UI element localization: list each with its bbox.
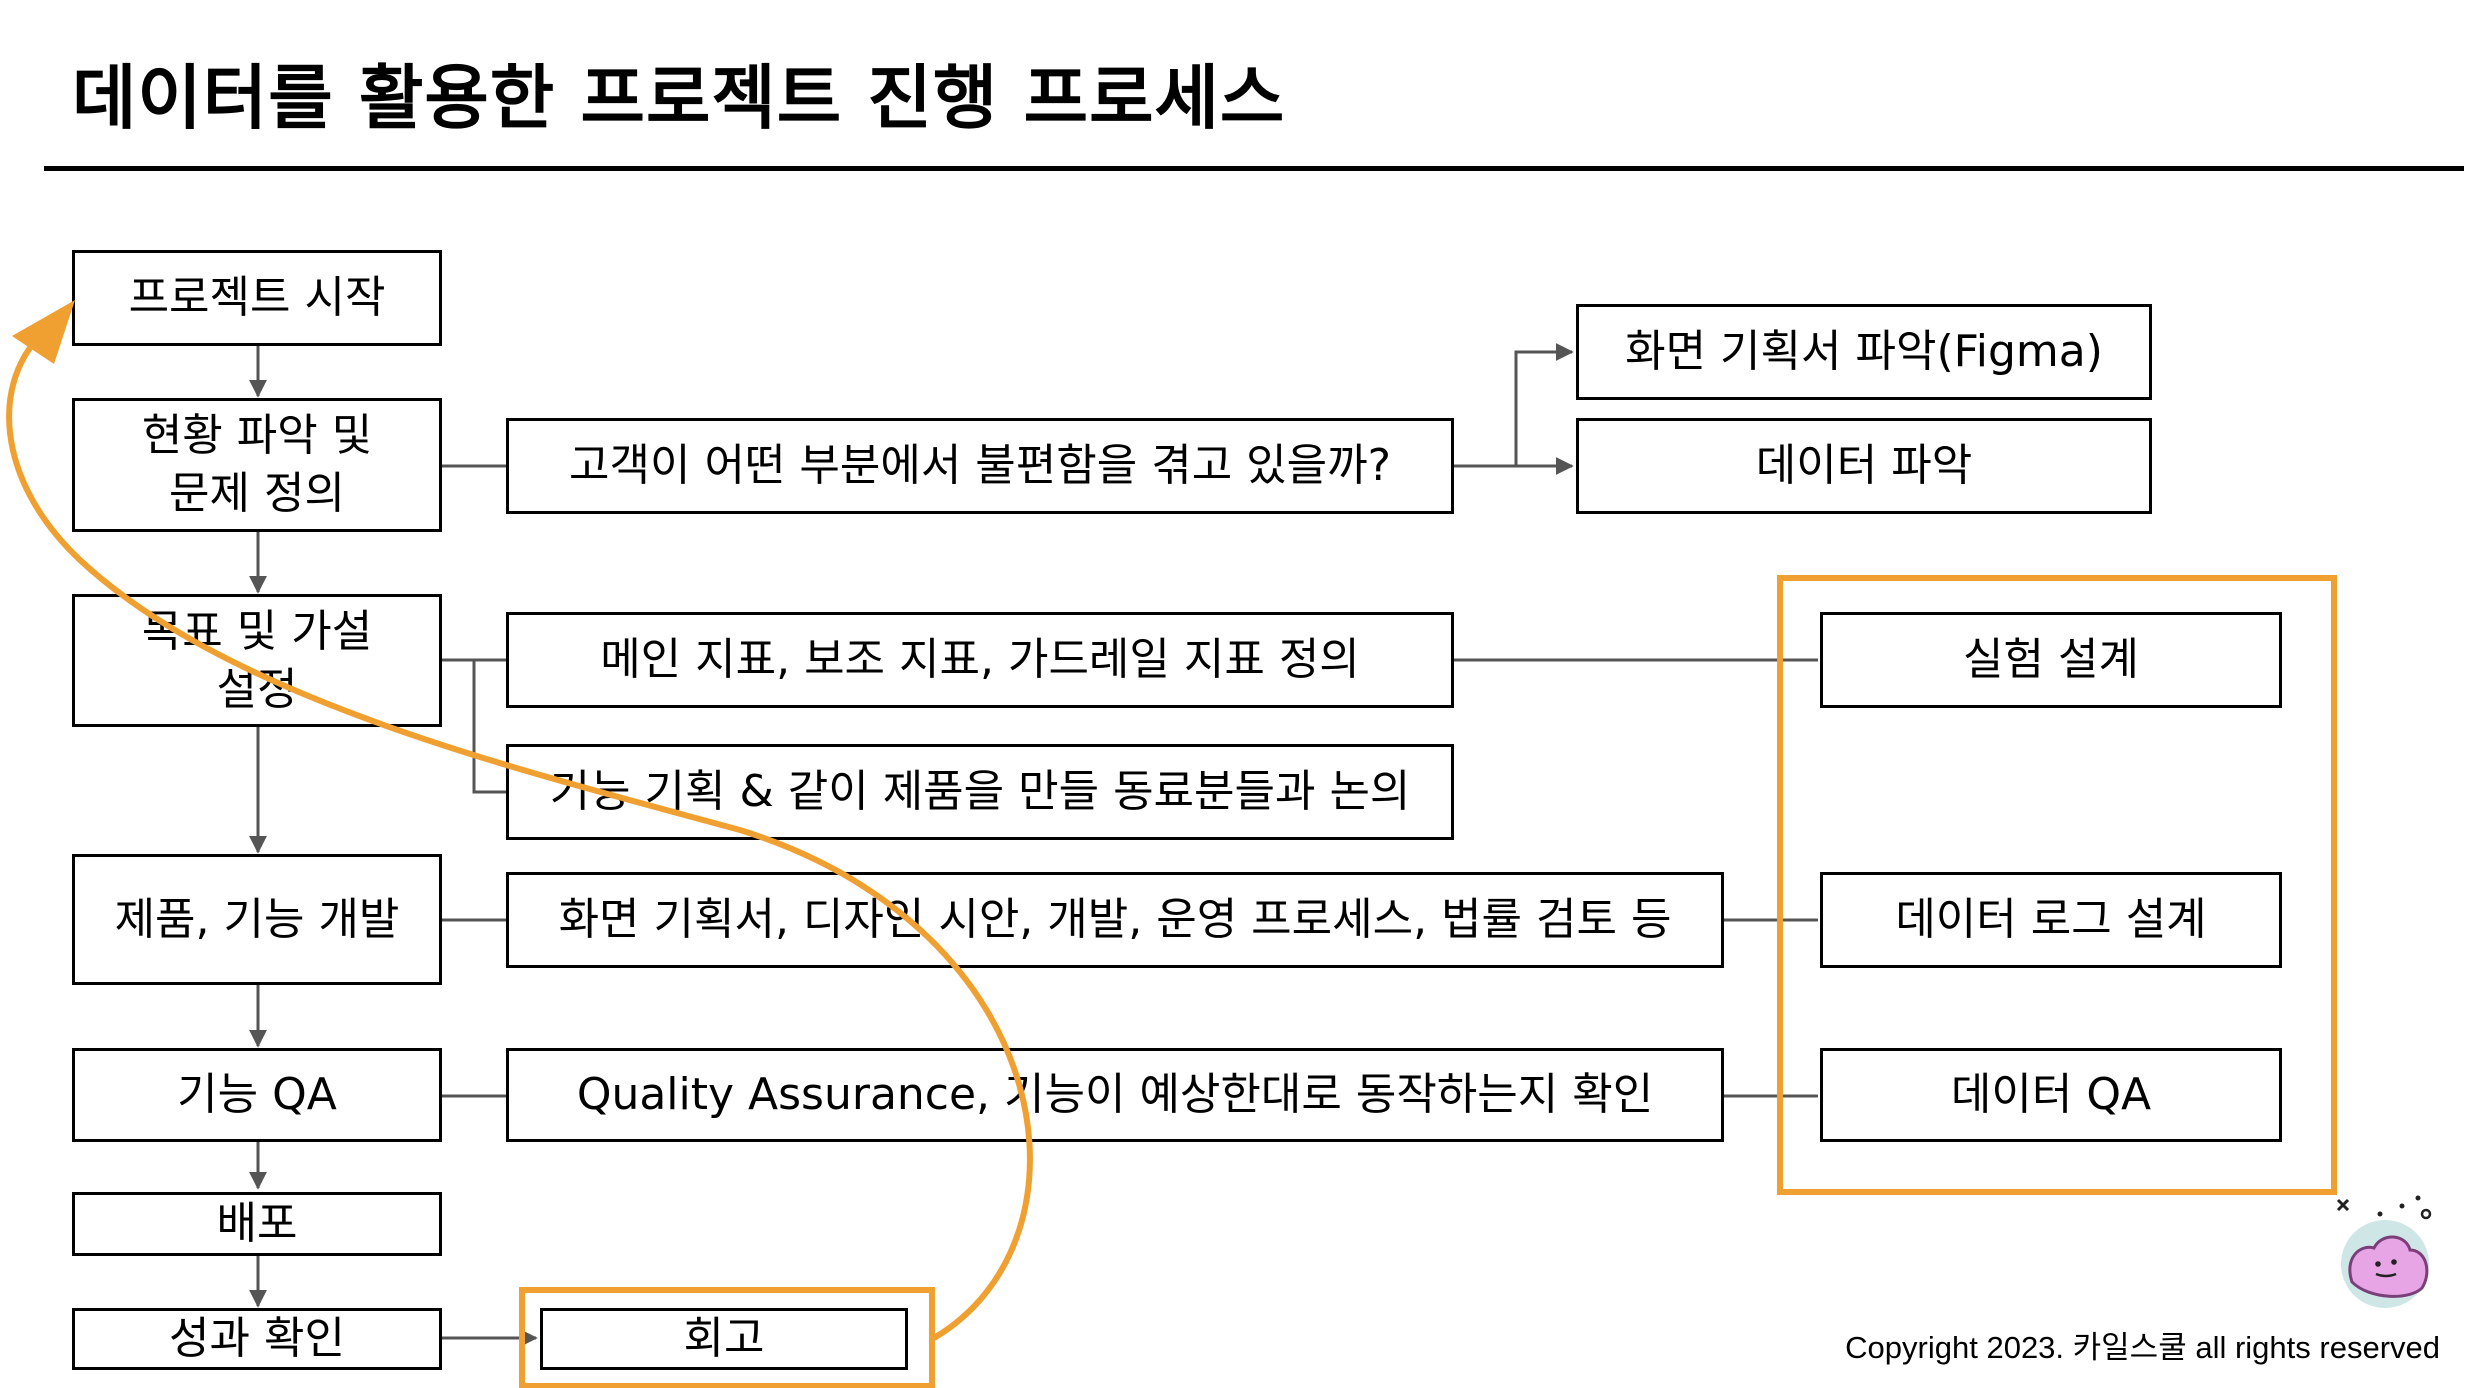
arrow-to-figma [1514, 343, 1574, 466]
step-problem-definition: 현황 파악 및 문제 정의 [72, 398, 442, 532]
detail-retrospective: 회고 [540, 1308, 908, 1370]
step-feature-qa: 기능 QA [72, 1048, 442, 1142]
step-result-check: 성과 확인 [72, 1308, 442, 1370]
step-project-start: 프로젝트 시작 [72, 250, 442, 346]
data-step-experiment-design: 실험 설계 [1820, 612, 2282, 708]
detail-qa-description: Quality Assurance, 기능이 예상한대로 동작하는지 확인 [506, 1048, 1724, 1142]
ditto-blob-icon [2336, 1195, 2432, 1308]
data-step-data-qa: 데이터 QA [1820, 1048, 2282, 1142]
detail-dev-process: 화면 기획서, 디자인 시안, 개발, 운영 프로세스, 법률 검토 등 [506, 872, 1724, 968]
data-step-log-design: 데이터 로그 설계 [1820, 872, 2282, 968]
step-deploy: 배포 [72, 1192, 442, 1256]
title-divider [44, 166, 2464, 171]
detail-data-review: 데이터 파악 [1576, 418, 2152, 514]
detail-customer-pain: 고객이 어떤 부분에서 불편함을 겪고 있을까? [506, 418, 1454, 514]
step-goal-hypothesis: 목표 및 가설 설정 [72, 594, 442, 727]
detail-feature-discussion: 기능 기획 & 같이 제품을 만들 동료분들과 논의 [506, 744, 1454, 840]
copyright-text: Copyright 2023. 카일스쿨 all rights reserved [1845, 1330, 2440, 1365]
step-product-dev: 제품, 기능 개발 [72, 854, 442, 985]
detail-figma-review: 화면 기획서 파악(Figma) [1576, 304, 2152, 400]
detail-metrics-definition: 메인 지표, 보조 지표, 가드레일 지표 정의 [506, 612, 1454, 708]
link-goal-discuss [472, 660, 506, 794]
page-title: 데이터를 활용한 프로젝트 진행 프로세스 [72, 57, 1286, 139]
